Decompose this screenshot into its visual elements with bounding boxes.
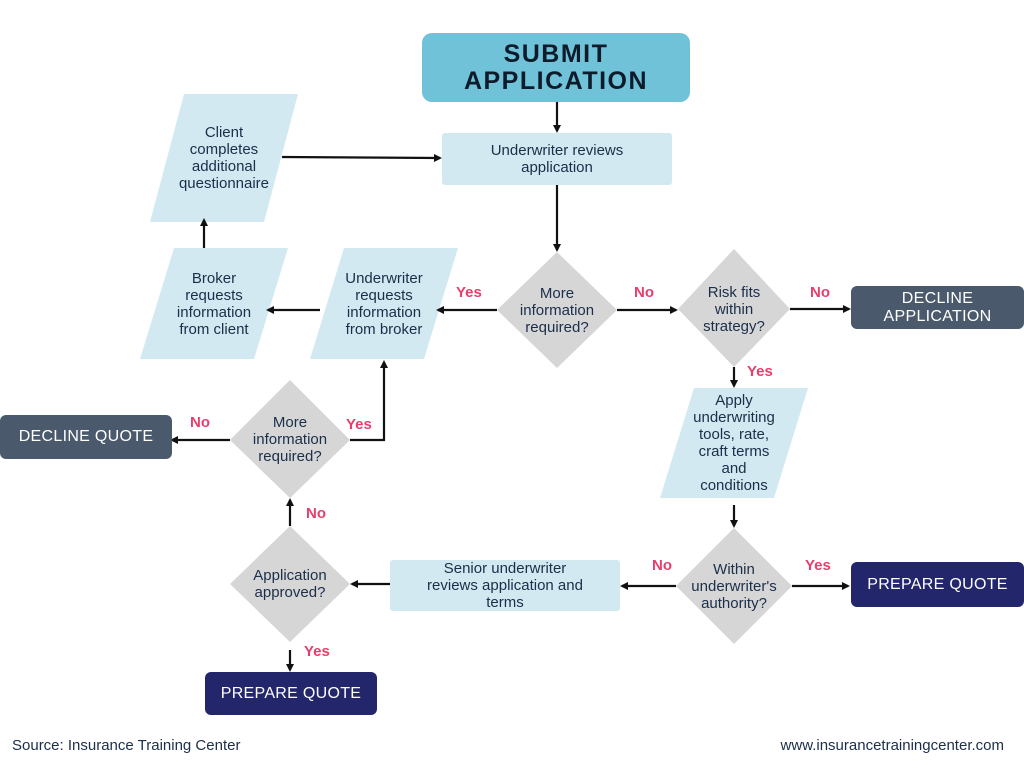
arrow-more2-to-uwrequests <box>350 360 388 442</box>
within-authority-node: Within underwriter's authority? <box>676 538 792 634</box>
arrow-client-to-review <box>281 153 442 162</box>
label-no-risk: No <box>810 284 830 301</box>
decline-application-text: DECLINE APPLICATION <box>883 289 992 325</box>
app-approved-diamond <box>230 526 350 642</box>
app-approved-text: Application approved? <box>253 567 327 601</box>
prepare-quote-bottom-node: PREPARE QUOTE <box>205 672 377 715</box>
within-authority-diamond <box>676 528 792 644</box>
apply-tools-node: Apply underwriting tools, rate, craft te… <box>660 388 808 498</box>
client-completes-shape <box>150 94 298 222</box>
decline-application-node: DECLINE APPLICATION <box>851 286 1024 329</box>
label-no-more-info-2: No <box>190 414 210 431</box>
risk-fits-diamond <box>678 249 790 367</box>
more-info-2-node: More information required? <box>230 391 350 487</box>
source-credit: Source: Insurance Training Center <box>12 737 241 754</box>
senior-underwriter-node: Senior underwriter reviews application a… <box>390 560 620 611</box>
underwriter-requests-text: Underwriter requests information from br… <box>345 269 423 338</box>
underwriter-reviews-text: Underwriter reviews application <box>490 142 624 176</box>
label-yes-approved: Yes <box>304 643 330 660</box>
app-approved-node: Application approved? <box>230 546 350 622</box>
client-completes-text: Client completes additional questionnair… <box>178 124 270 192</box>
website-url: www.insurancetrainingcenter.com <box>780 737 1004 754</box>
label-no-more-info-1: No <box>634 284 654 301</box>
more-info-2-diamond <box>230 380 350 498</box>
prepare-quote-right-text: PREPARE QUOTE <box>867 575 1008 593</box>
prepare-quote-bottom-text: PREPARE QUOTE <box>220 684 362 702</box>
broker-requests-node: Broker requests information from client <box>140 248 288 359</box>
risk-fits-node: Risk fits within strategy? <box>678 261 790 357</box>
label-yes-authority: Yes <box>805 557 831 574</box>
underwriter-requests-node: Underwriter requests information from br… <box>310 248 458 359</box>
more-info-1-text: More information required? <box>519 284 595 336</box>
label-yes-more-info-2: Yes <box>346 416 372 433</box>
broker-requests-shape <box>140 248 288 359</box>
label-no-authority: No <box>652 557 672 574</box>
uw-requests-broker-shape <box>310 248 458 359</box>
decline-quote-text: DECLINE QUOTE <box>18 428 154 445</box>
apply-tools-shape <box>660 388 808 498</box>
risk-fits-text: Risk fits within strategy? <box>703 283 765 335</box>
more-info-1-node: More information required? <box>497 262 617 358</box>
client-completes-node: Client completes additional questionnair… <box>150 94 298 222</box>
label-no-approved: No <box>306 505 326 522</box>
within-authority-text: Within underwriter's authority? <box>691 560 777 612</box>
senior-underwriter-text: Senior underwriter reviews application a… <box>427 560 583 611</box>
broker-requests-text: Broker requests information from client <box>176 269 252 338</box>
label-yes-more-info-1: Yes <box>456 284 482 301</box>
more-info-2-text: More information required? <box>252 413 328 465</box>
decline-quote-node: DECLINE QUOTE <box>0 415 172 459</box>
submit-application-node: SUBMIT APPLICATION <box>422 33 690 102</box>
underwriter-reviews-node: Underwriter reviews application <box>442 133 672 185</box>
prepare-quote-right-node: PREPARE QUOTE <box>851 562 1024 607</box>
submit-application-text: SUBMIT APPLICATION <box>463 39 649 95</box>
label-yes-risk: Yes <box>747 363 773 380</box>
more-info-1-diamond <box>497 252 617 368</box>
apply-tools-text: Apply underwriting tools, rate, craft te… <box>693 392 775 494</box>
